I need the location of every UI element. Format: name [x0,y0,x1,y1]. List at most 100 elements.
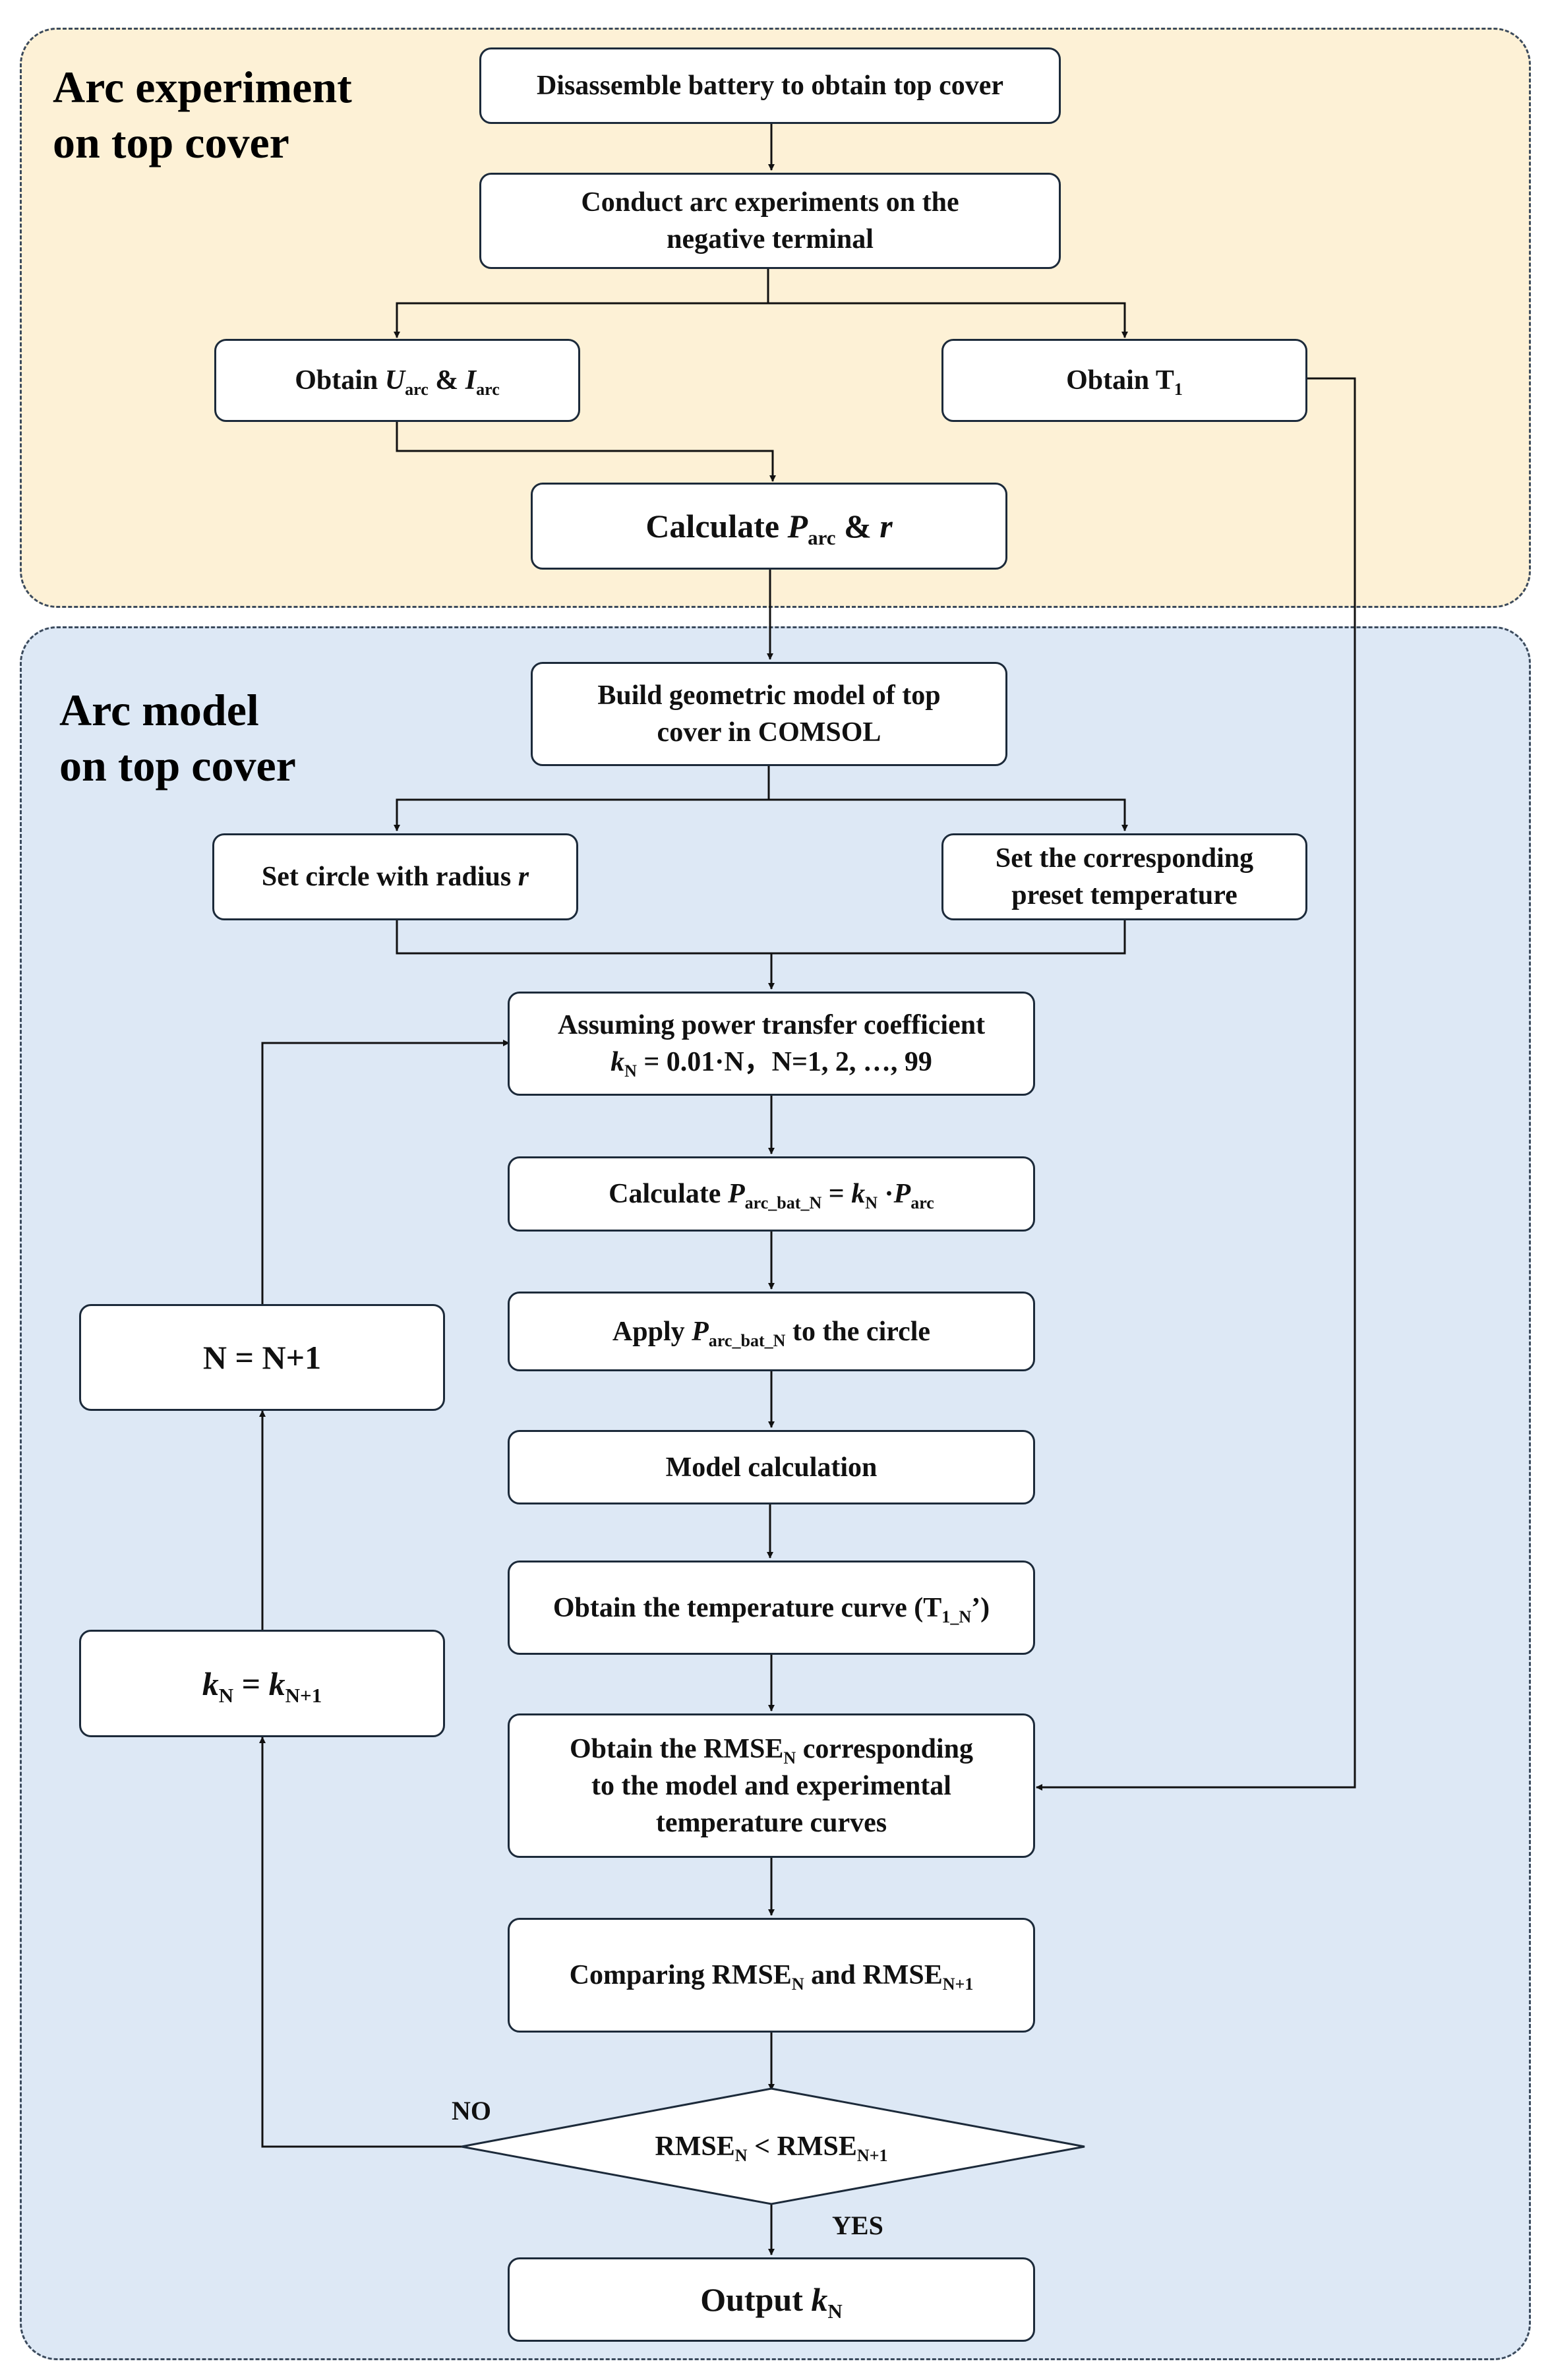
arc-model-title: Arc model on top cover [59,682,296,793]
output-k-symbol: k [811,2281,828,2318]
p-symbol: P [787,508,808,545]
apply-p-symbol: P [692,1316,709,1347]
output-prefix: Output [700,2281,812,2318]
kn-subscript-2: N [865,1193,878,1213]
k-update-box: kN = kN+1 [79,1630,445,1737]
compare-subscript2: N+1 [942,1975,974,1994]
k-update-eq: = [233,1665,269,1702]
model-calc-label: Model calculation [665,1452,878,1483]
radius-symbol: r [518,862,529,892]
assume-line2: = 0.01·N，N=1, 2, …, 99 [636,1047,932,1077]
kn-subscript: N [624,1061,637,1081]
output-k-subscript: N [827,2299,843,2323]
obtain-t1-box: Obtain T1 [941,339,1307,422]
temp-curve-subscript: 1_N [941,1607,972,1626]
rmse-line2: to the model and experimental [591,1770,951,1801]
set-temp-line1: Set the corresponding [995,843,1254,874]
pbat-subscript: arc_bat_N [744,1193,822,1213]
assume-line1: Assuming power transfer coefficient [557,1010,986,1040]
arc-experiment-title-line1: Arc experiment [53,62,352,112]
t1-subscript: 1 [1174,380,1183,400]
rmse-line1-prefix: Obtain the RMSE [570,1733,784,1764]
temp-curve-prefix: Obtain the temperature curve (T [552,1592,942,1623]
apply-prefix: Apply [612,1316,692,1347]
compare-mid: and RMSE [804,1960,943,1990]
n-increment-label: N = N+1 [202,1339,322,1376]
calc-pbat-dot: · [878,1179,894,1209]
edge-decision-no-to-k-update [259,1737,462,2148]
calc-pbat-prefix: Calculate [609,1179,728,1209]
obtain-u-i-box: Obtain Uarc & Iarc [214,339,580,422]
build-label-line2: cover in COMSOL [657,717,881,748]
arc-experiment-title-line2: on top cover [53,117,289,167]
edge-label-no: NO [452,2096,491,2126]
conduct-label-line2: negative terminal [667,224,874,254]
k-update-k2-subscript: N+1 [285,1683,322,1707]
edge-t1-to-rmse [1036,377,1356,1791]
apply-to-circle-box: Apply Parc_bat_N to the circle [508,1292,1035,1371]
arc-model-title-line1: Arc model [59,685,259,735]
arc-experiment-title: Arc experiment on top cover [53,59,352,170]
edge-build-to-set-temp [769,798,1128,831]
calculate-parc-bat-box: Calculate Parc_bat_N = kN ·Parc [508,1156,1035,1232]
set-temp-line2: preset temperature [1011,880,1237,910]
obtain-u-i-prefix: Obtain [295,365,385,396]
edge-label-yes: YES [832,2211,883,2240]
set-circle-prefix: Set circle with radius [261,862,518,892]
k-update-k2: k [268,1665,285,1702]
compare-prefix: Comparing RMSE [569,1960,792,1990]
k-update-k1-subscript: N [218,1683,234,1707]
obtain-rmse-box: Obtain the RMSEN corresponding to the mo… [508,1713,1035,1858]
output-kn-box: Output kN [508,2257,1035,2342]
parc-subscript-2: arc [910,1193,934,1213]
edge-n-increment-to-assume [261,1040,510,1304]
disassemble-battery-box: Disassemble battery to obtain top cover [479,47,1061,124]
parc-symbol-2: P [893,1179,911,1209]
i-symbol: I [465,365,477,396]
r-symbol: r [879,508,893,545]
conduct-arc-experiments-box: Conduct arc experiments on the negative … [479,173,1061,269]
compare-subscript1: N [791,1975,804,1994]
rmse-line1-suffix: corresponding [796,1733,973,1764]
obtain-u-i-amp: & [428,365,465,396]
assume-power-transfer-box: Assuming power transfer coefficient kN =… [508,992,1035,1096]
calc-parc-amp: & [835,508,880,545]
k-update-k1: k [202,1665,219,1702]
p-subscript: arc [808,525,836,549]
u-symbol: U [384,365,405,396]
decision-diamond [461,2087,1085,2205]
decision-label: RMSEN < RMSEN+1 [541,2114,1002,2180]
disassemble-label: Disassemble battery to obtain top cover [536,71,1004,101]
arc-model-title-line2: on top cover [59,740,296,790]
obtain-temperature-curve-box: Obtain the temperature curve (T1_N’) [508,1561,1035,1655]
obtain-t1-prefix: Obtain T [1066,365,1174,396]
decision-a-subscript: N [734,2146,748,2166]
pbat-symbol: P [727,1179,745,1209]
calc-parc-prefix: Calculate [645,508,788,545]
edge-build-to-set-circle [394,766,770,831]
rmse-line1-subscript: N [783,1748,796,1768]
decision-lt: < RMSE [747,2131,857,2162]
kn-symbol: k [611,1047,625,1077]
n-increment-box: N = N+1 [79,1304,445,1411]
set-preset-temperature-box: Set the corresponding preset temperature [941,833,1307,920]
rmse-line3: temperature curves [655,1807,887,1838]
compare-rmse-box: Comparing RMSEN and RMSEN+1 [508,1918,1035,2033]
temp-curve-suffix: ’) [971,1592,990,1623]
calculate-parc-r-box: Calculate Parc & r [531,483,1007,570]
u-subscript: arc [405,380,429,400]
build-geometric-model-box: Build geometric model of top cover in CO… [531,662,1007,766]
edge-conduct-to-obtain-t1 [768,302,1128,338]
calc-pbat-eq: = [821,1179,852,1209]
conduct-label-line1: Conduct arc experiments on the [581,187,959,218]
model-calculation-box: Model calculation [508,1430,1035,1504]
i-subscript: arc [476,380,500,400]
edge-conduct-to-obtain-u-i [394,269,769,338]
apply-p-subscript: arc_bat_N [708,1330,786,1350]
decision-b-subscript: N+1 [856,2146,888,2166]
decision-a: RMSE [655,2131,735,2162]
kn-symbol-2: k [851,1179,866,1209]
edge-obtain-u-i-to-calc [396,422,776,482]
